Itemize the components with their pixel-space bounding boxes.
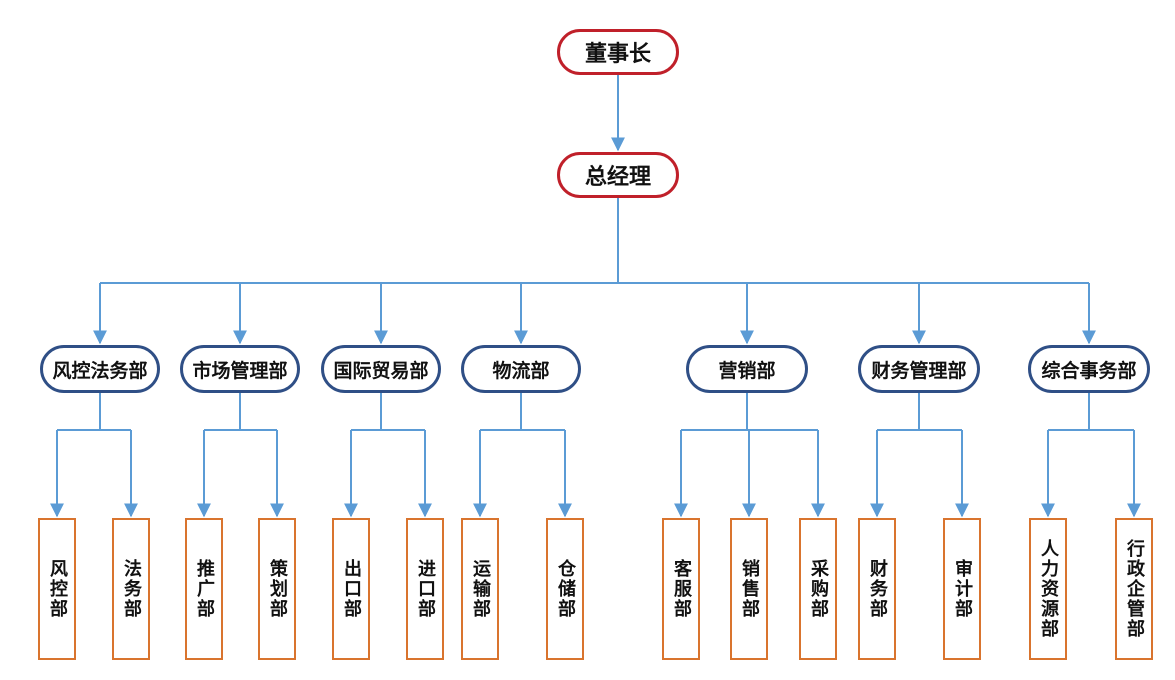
sub-node-finance: 财务部: [858, 518, 896, 660]
sub-node-selling: 销售部: [730, 518, 768, 660]
general-manager-node: 总经理: [557, 152, 679, 198]
sub-node-customer-service: 客服部: [662, 518, 700, 660]
sub-node-export: 出口部: [332, 518, 370, 660]
sub-node-planning: 策划部: [258, 518, 296, 660]
sub-node-legal: 法务部: [112, 518, 150, 660]
sub-node-import: 进口部: [406, 518, 444, 660]
dept-node-risk-legal: 风控法务部: [40, 345, 160, 393]
sub-node-admin: 行政企管部: [1115, 518, 1153, 660]
dept-node-sales: 营销部: [686, 345, 808, 393]
dept-node-marketing-mgmt: 市场管理部: [180, 345, 300, 393]
dept-node-finance-mgmt: 财务管理部: [858, 345, 980, 393]
sub-node-promotion: 推广部: [185, 518, 223, 660]
sub-node-risk: 风控部: [38, 518, 76, 660]
dept-node-intl-trade: 国际贸易部: [321, 345, 441, 393]
sub-node-purchasing: 采购部: [799, 518, 837, 660]
sub-node-audit: 审计部: [943, 518, 981, 660]
sub-node-warehouse: 仓储部: [546, 518, 584, 660]
sub-node-transport: 运输部: [461, 518, 499, 660]
chairman-node: 董事长: [557, 29, 679, 75]
dept-node-logistics: 物流部: [461, 345, 581, 393]
dept-node-general-affairs: 综合事务部: [1028, 345, 1150, 393]
sub-node-hr: 人力资源部: [1029, 518, 1067, 660]
